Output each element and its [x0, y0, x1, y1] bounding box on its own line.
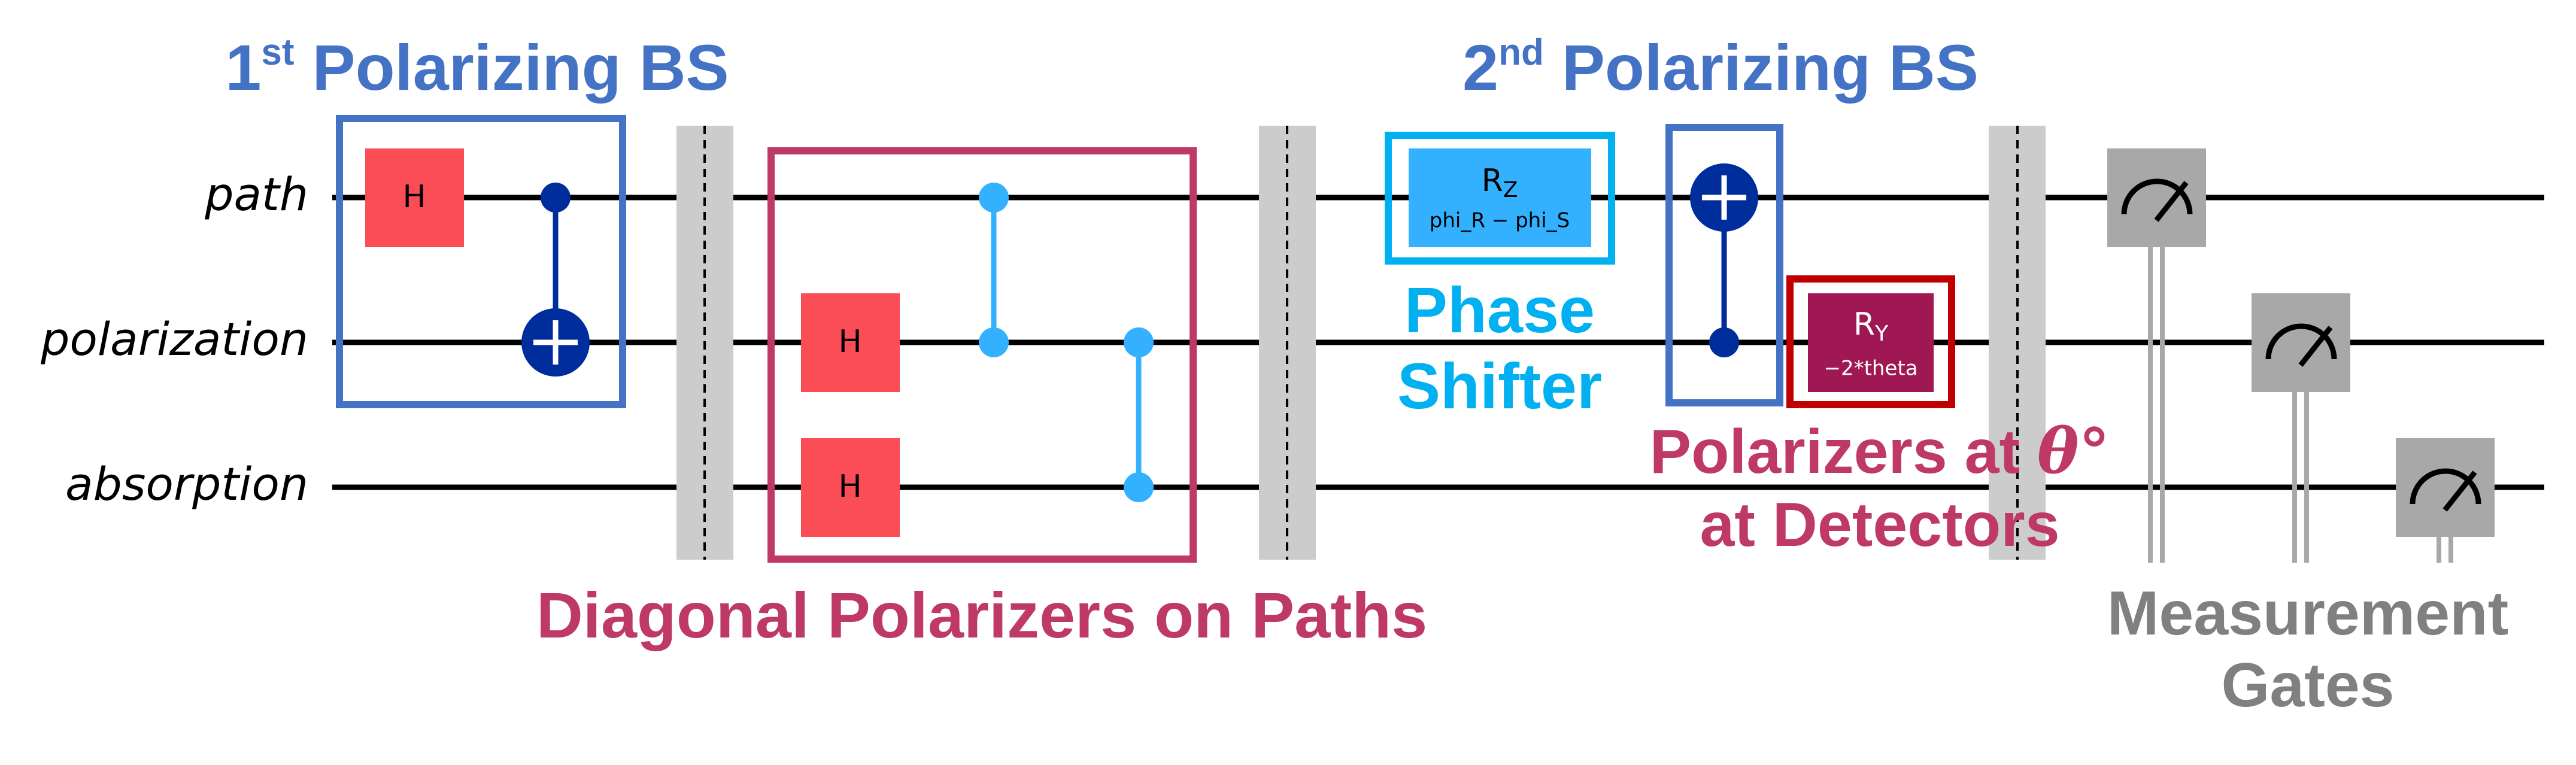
- qubit-label-absorption: absorption: [65, 457, 308, 511]
- rz-gate-letter: R: [1482, 163, 1503, 199]
- meter-needle-icon: [2154, 181, 2189, 222]
- measure-gate-absorption: [2396, 438, 2495, 537]
- h-gate-polarization-label: H: [838, 324, 861, 360]
- measure-gate-polarization: [2252, 293, 2350, 392]
- qubit-label-path: path: [204, 168, 308, 221]
- cz-1-dot-top: [979, 183, 1009, 212]
- h-gate-absorption-label: H: [838, 469, 861, 505]
- first-bs-num: 1: [225, 31, 261, 104]
- cnot-1-control-dot: [541, 183, 571, 212]
- cz-1-dot-bottom: [979, 327, 1009, 357]
- cz-2-dot-bottom: [1124, 472, 1154, 502]
- measure-box-absorption: [2396, 438, 2495, 537]
- meter-needle-icon: [2298, 326, 2333, 367]
- polarizers-text: Polarizers at: [1650, 417, 2037, 487]
- rz-gate: [1409, 148, 1591, 247]
- meter-arc-icon: [2121, 178, 2193, 215]
- ry-gate: [1808, 293, 1934, 392]
- second-bs-frame: [1665, 124, 1783, 406]
- measure-box-polarization: [2252, 293, 2350, 392]
- phase-shifter-label-line2: Shifter: [1397, 350, 1602, 422]
- qubit-label-polarization: polarization: [40, 312, 308, 366]
- diagonal-polarizers-label: Diagonal Polarizers on Paths: [536, 579, 1427, 651]
- second-bs-label: 2nd Polarizing BS: [1463, 31, 1979, 104]
- ry-frame: [1786, 275, 1955, 408]
- ry-gate-label: RY: [1853, 306, 1889, 346]
- h-gate-path: [365, 148, 464, 247]
- h-gate-absorption: [801, 438, 900, 537]
- polarizers-label-line2: at Detectors: [1700, 490, 2059, 560]
- ry-gate-letter: R: [1853, 306, 1875, 342]
- measure-box-path: [2107, 148, 2206, 247]
- polarizers-label-line1: Polarizers at θ°: [1650, 414, 2110, 488]
- rz-gate-label: RZ: [1482, 163, 1518, 202]
- first-bs-frame: [336, 115, 626, 408]
- polarizers-theta: θ°: [2037, 414, 2110, 488]
- meter-needle-icon: [2443, 470, 2477, 512]
- second-bs-num: 2: [1463, 31, 1498, 104]
- h-gate-path-label: H: [402, 179, 426, 215]
- first-bs-label: 1st Polarizing BS: [225, 31, 729, 104]
- ry-gate-subscript: Y: [1874, 321, 1889, 346]
- rz-gate-param: phi_R − phi_S: [1430, 209, 1570, 233]
- second-bs-text: Polarizing BS: [1544, 31, 1979, 104]
- second-bs-sup: nd: [1498, 32, 1544, 73]
- meter-arc-icon: [2410, 468, 2481, 505]
- ry-gate-param: −2*theta: [1823, 357, 1917, 381]
- measurement-label-line2: Gates: [2221, 651, 2394, 720]
- measurement-label-line1: Measurement: [2107, 579, 2508, 648]
- first-bs-sup: st: [261, 32, 294, 73]
- phase-shifter-label-line1: Phase: [1404, 274, 1595, 346]
- rz-gate-subscript: Z: [1503, 178, 1518, 202]
- cz-2-dot-top: [1124, 327, 1154, 357]
- h-gate-polarization: [801, 293, 900, 392]
- first-bs-text: Polarizing BS: [295, 31, 729, 104]
- cnot-2-control-dot: [1709, 327, 1739, 357]
- diagonal-polarizers-frame: [767, 147, 1197, 563]
- phase-shifter-frame: [1385, 132, 1615, 265]
- measure-gate-path: [2107, 148, 2206, 247]
- meter-arc-icon: [2265, 323, 2337, 360]
